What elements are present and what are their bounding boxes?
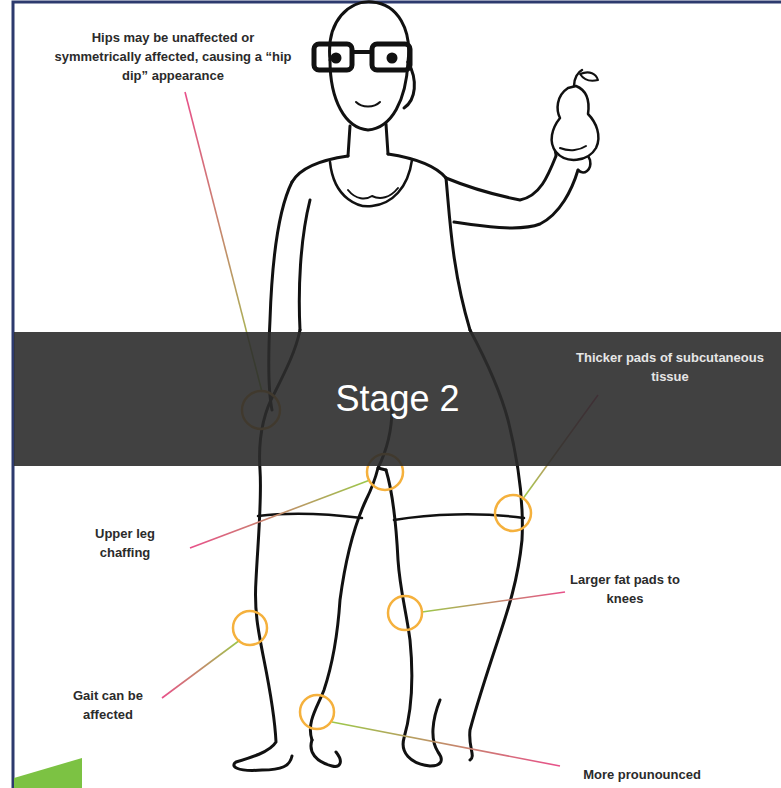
shorts-hem xyxy=(394,514,524,520)
shoulder xyxy=(388,154,446,178)
leader-line xyxy=(162,640,240,698)
left-ankle xyxy=(311,740,340,766)
highlight-circle xyxy=(300,695,334,729)
glasses-bridge xyxy=(352,50,372,54)
leader-line xyxy=(332,722,560,766)
pear xyxy=(552,86,599,160)
left-leg-inner xyxy=(310,468,378,740)
eye xyxy=(388,54,396,62)
callout-label: Thicker pads of subcutaneous tissue xyxy=(570,348,770,386)
neck xyxy=(348,126,350,156)
glasses-lens xyxy=(314,44,352,70)
right-arm-upper xyxy=(446,156,556,200)
chest-line xyxy=(348,188,398,198)
callout-label: Gait can be affected xyxy=(58,686,158,724)
callout-label: Hips may be unaffected or symmetrically … xyxy=(48,28,298,85)
corner-accent xyxy=(14,758,82,788)
frame xyxy=(13,2,781,788)
hair-outline xyxy=(330,2,409,62)
highlight-circle xyxy=(233,611,267,645)
eye xyxy=(332,54,340,62)
glasses-lens xyxy=(372,44,410,70)
left-arm-inner xyxy=(299,200,310,330)
pear-stem xyxy=(574,70,582,86)
neck xyxy=(386,124,388,154)
stage-title: Stage 2 xyxy=(335,378,459,420)
callout-label: More prounounced xyxy=(562,765,722,784)
shoulder xyxy=(292,156,348,182)
tank-top-neckline xyxy=(330,160,412,206)
mouth xyxy=(356,102,380,107)
leader-line xyxy=(190,480,370,548)
highlight-circle xyxy=(495,495,531,531)
callout-label: Upper leg chaffing xyxy=(70,524,180,562)
right-arm-lower xyxy=(454,170,578,228)
right-torso xyxy=(446,178,470,330)
highlight-circle xyxy=(388,596,422,630)
callout-label: Larger fat pads to knees xyxy=(560,570,690,608)
finger xyxy=(560,146,586,150)
leader-line xyxy=(422,592,565,612)
pear-leaf xyxy=(580,72,598,80)
